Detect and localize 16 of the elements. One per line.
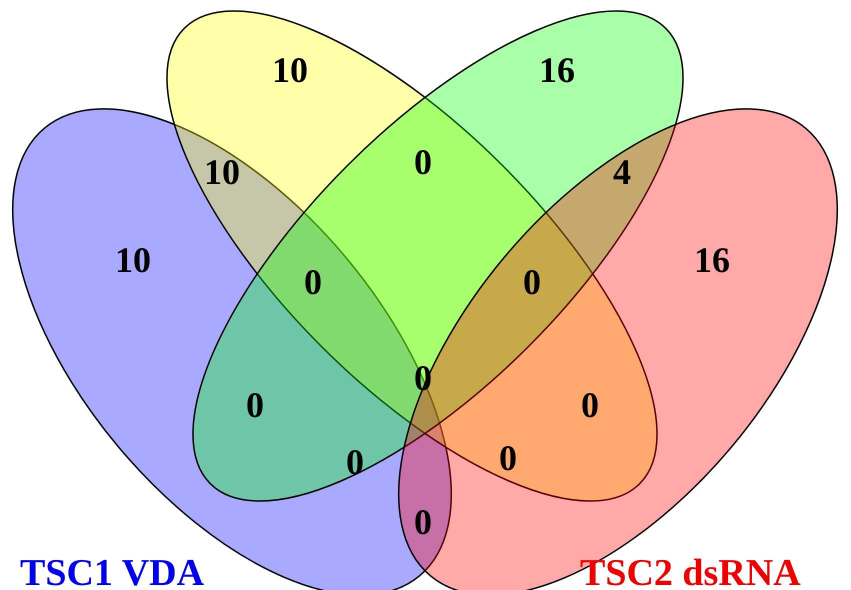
region-count: 0: [523, 262, 541, 302]
region-count: 0: [346, 442, 364, 482]
region-count: 0: [414, 502, 432, 542]
region-count: 0: [304, 262, 322, 302]
region-count: 0: [414, 142, 432, 182]
region-count: 0: [499, 438, 517, 478]
set-label: TSC1 VDA: [20, 552, 204, 590]
region-count: 10: [272, 50, 308, 90]
set-label: TSC2 dsRNA: [580, 552, 801, 590]
region-count: 0: [581, 385, 599, 425]
region-count: 10: [204, 152, 240, 192]
region-count: 10: [115, 240, 151, 280]
region-count: 0: [246, 385, 264, 425]
region-count: 16: [694, 240, 730, 280]
region-count: 4: [613, 152, 631, 192]
region-count: 16: [539, 50, 575, 90]
